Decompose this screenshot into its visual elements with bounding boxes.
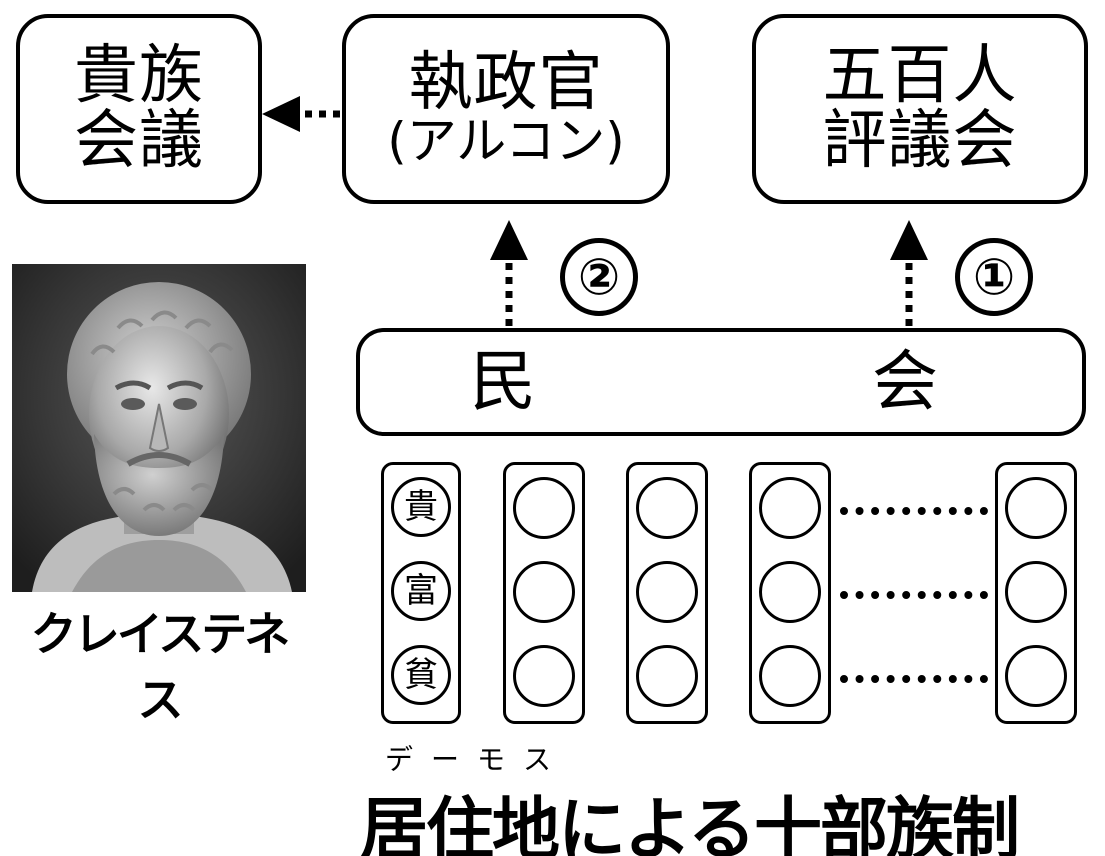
cleisthenes-portrait bbox=[12, 264, 306, 592]
tribe-circle bbox=[513, 645, 575, 707]
tribe-circle bbox=[513, 477, 575, 539]
tribe-circle bbox=[1005, 477, 1067, 539]
aristocratic-council-line1: 貴族 bbox=[74, 38, 204, 113]
council-of-500-box: 五百人 評議会 bbox=[752, 14, 1088, 204]
tribe-circle bbox=[636, 645, 698, 707]
tribe-column bbox=[503, 462, 585, 724]
diagram-caption: 居住地による十部族制 bbox=[360, 791, 1020, 856]
portrait-caption: クレイステネス bbox=[30, 607, 291, 727]
arrow-assembly-to-council bbox=[890, 220, 928, 326]
council-of-500-line1: 五百人 bbox=[822, 38, 1018, 113]
marker-one: ① bbox=[955, 238, 1033, 316]
tribe-ellipsis-dots bbox=[840, 675, 988, 683]
tribe-circle bbox=[759, 561, 821, 623]
tribe-circle bbox=[636, 477, 698, 539]
class-ring-poor: 貧 bbox=[391, 645, 451, 705]
marker-two: ② bbox=[560, 238, 638, 316]
caption-ruby: デーモス bbox=[385, 743, 570, 776]
aristocratic-council-box: 貴族 会議 bbox=[16, 14, 262, 204]
arrow-assembly-to-archon bbox=[490, 220, 528, 326]
archon-box: 執政官 (アルコン) bbox=[342, 14, 670, 204]
tribe-ellipsis-dots bbox=[840, 591, 988, 599]
tribe-circle bbox=[636, 561, 698, 623]
tribe-circle bbox=[759, 477, 821, 539]
council-of-500-line2: 評議会 bbox=[822, 104, 1018, 178]
tribe-circle bbox=[759, 645, 821, 707]
tribe-circle bbox=[513, 561, 575, 623]
assembly-label-right: 会 bbox=[872, 343, 938, 420]
tribe-circle bbox=[1005, 645, 1067, 707]
aristocratic-council-line2: 会議 bbox=[74, 104, 204, 178]
archon-line2: (アルコン) bbox=[387, 112, 625, 171]
tribe-ellipsis-dots bbox=[840, 507, 988, 515]
assembly-label-left: 民 bbox=[470, 343, 536, 420]
tribe-column bbox=[749, 462, 831, 724]
tribe-column bbox=[995, 462, 1077, 724]
arrow-archon-to-aristocrats bbox=[262, 96, 340, 132]
tribe-circle bbox=[1005, 561, 1067, 623]
archon-line1: 執政官 bbox=[408, 45, 604, 120]
class-ring-noble: 貴 bbox=[391, 477, 451, 537]
class-ring-rich: 富 bbox=[391, 561, 451, 621]
tribe-column-labeled: 貴 富 貧 bbox=[381, 462, 461, 724]
assembly-box bbox=[356, 328, 1086, 436]
tribe-column bbox=[626, 462, 708, 724]
